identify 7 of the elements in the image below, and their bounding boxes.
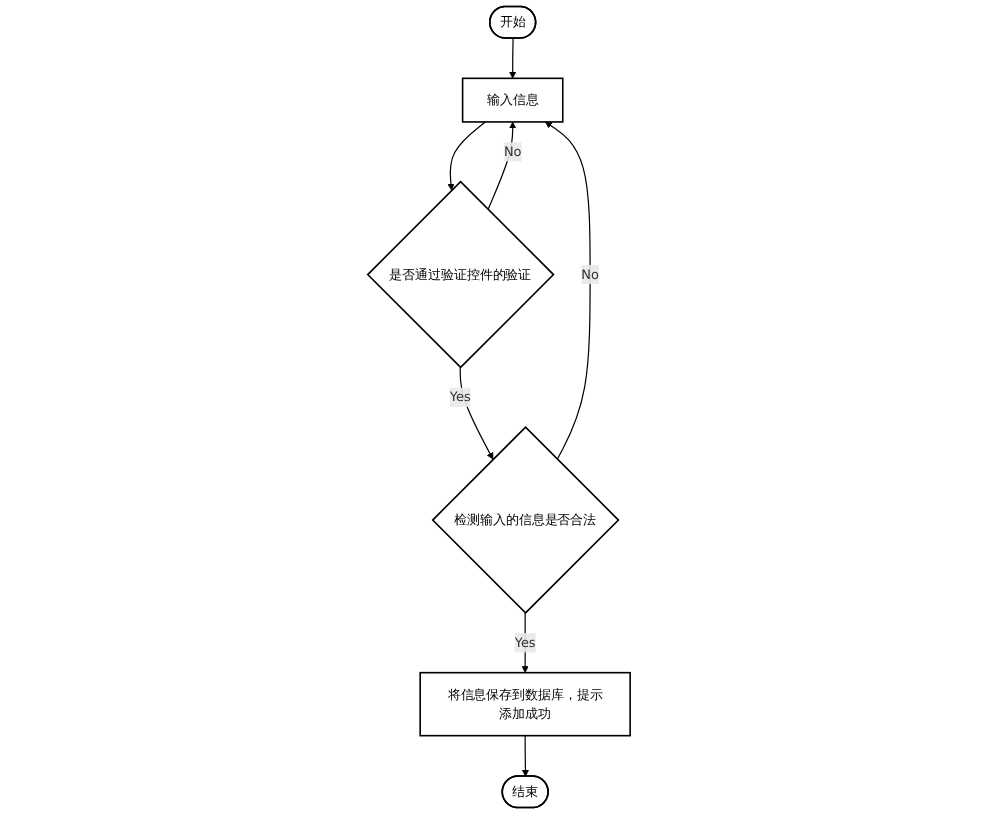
arrow — [509, 37, 517, 79]
arrow — [521, 735, 530, 777]
arrow — [545, 121, 591, 460]
arrow — [447, 121, 486, 191]
arrow — [459, 366, 494, 460]
arrow — [487, 121, 517, 211]
arrow — [521, 612, 529, 673]
